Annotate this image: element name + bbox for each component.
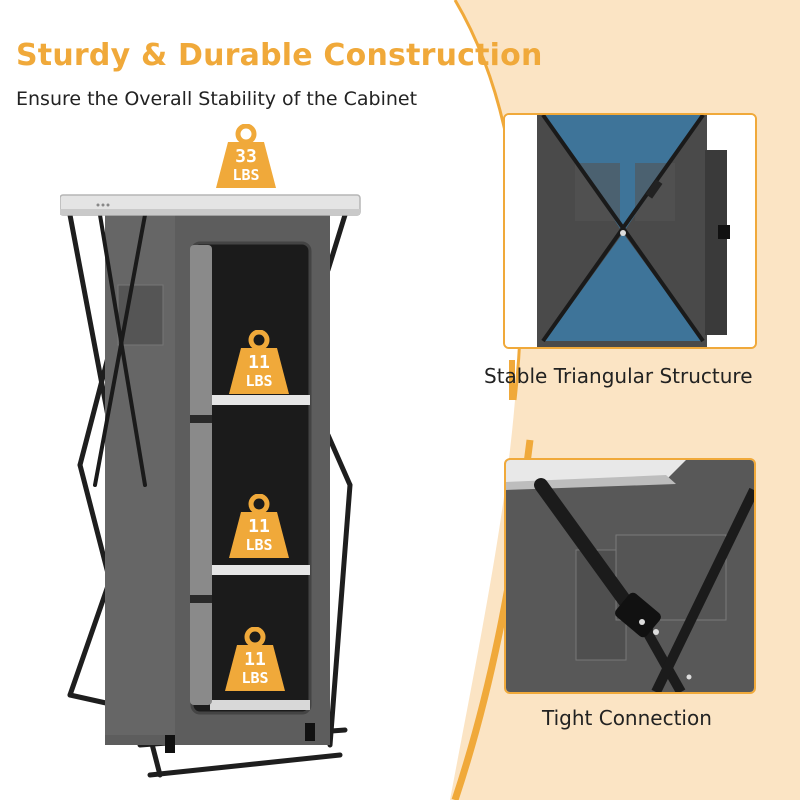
weight-icon [225, 627, 285, 691]
weight-unit: LBS [245, 536, 273, 554]
page-subtitle: Ensure the Overall Stability of the Cabi… [16, 88, 418, 110]
weight-value: 11 [248, 352, 270, 373]
tight-connection-image [506, 460, 754, 692]
weight-unit: LBS [241, 669, 269, 687]
page-title: Sturdy & Durable Construction [16, 38, 543, 73]
weight-badge-shelf-1: 11 LBS [227, 330, 291, 396]
weight-badge-shelf-2: 11 LBS [227, 494, 291, 560]
caption-tight-connection: Tight Connection [542, 706, 712, 730]
weight-icon [229, 494, 289, 558]
weight-icon [229, 330, 289, 394]
inset-triangular-structure [503, 113, 757, 349]
weight-value: 11 [244, 649, 266, 670]
caption-triangular-structure: Stable Triangular Structure [484, 364, 753, 388]
inset-tight-connection [504, 458, 756, 694]
weight-icon [216, 124, 276, 188]
cabinet-product-image [60, 194, 361, 778]
weight-badge-33lbs: 33 LBS [214, 124, 278, 190]
weight-value: 11 [248, 516, 270, 537]
weight-unit: LBS [245, 372, 273, 390]
weight-unit: LBS [232, 166, 260, 184]
weight-badge-shelf-3: 11 LBS [223, 627, 287, 693]
triangular-structure-image [505, 115, 755, 347]
weight-value: 33 [235, 146, 257, 167]
